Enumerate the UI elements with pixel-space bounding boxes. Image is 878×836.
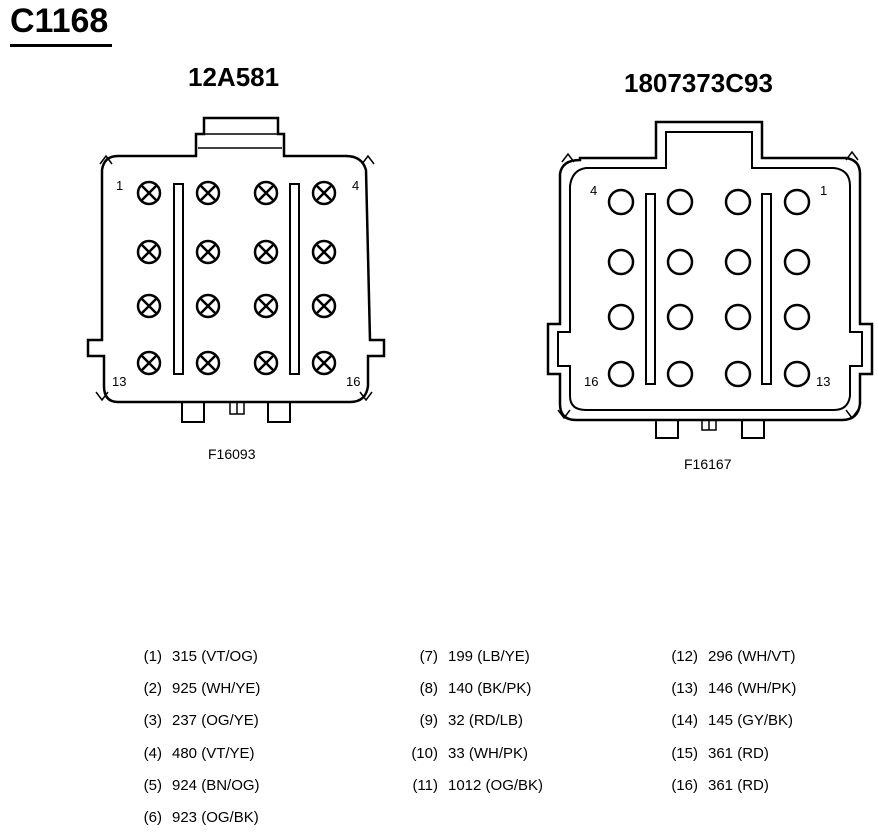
connector-2-cavity — [607, 303, 635, 331]
connector-2-cavity — [724, 360, 752, 388]
pinout-pin-number: (8) — [419, 680, 438, 698]
connector-2-cavity — [666, 360, 694, 388]
pinout-pin-number: (11) — [412, 776, 438, 794]
pinout-wire-circuit: 361 (RD) — [708, 776, 769, 794]
connector-2-figure-id: F16167 — [684, 456, 732, 472]
connector-2-cavity — [724, 188, 752, 216]
pinout-pin-number: (15) — [671, 744, 698, 762]
connector-1-terminal-mark — [316, 244, 332, 260]
connector-1-terminal-mark — [141, 298, 157, 314]
pinout-pin-number: (12) — [671, 648, 698, 665]
pinout-wire-circuit: 296 (WH/VT) — [708, 648, 796, 665]
connector-2-cavity — [783, 248, 811, 276]
pinout-pin-number: (16) — [671, 776, 698, 794]
connector-1-terminal-mark — [316, 355, 332, 371]
pinout-pin-number: (6) — [143, 809, 162, 826]
pinout-wire-circuit: 146 (WH/PK) — [708, 680, 797, 698]
connector-2-housing — [546, 120, 874, 439]
connector-1-terminal-mark — [258, 298, 274, 314]
pinout-wire-circuit: 237 (OG/YE) — [172, 712, 259, 730]
connector-1-terminal-mark — [258, 355, 274, 371]
pinout-wire-circuit: 361 (RD) — [708, 744, 769, 762]
diagram-title: C1168 — [10, 2, 109, 40]
connector-1-terminal-mark — [316, 185, 332, 201]
connector-1-terminal-mark — [316, 298, 332, 314]
pinout-wire-circuit: 924 (BN/OG) — [172, 776, 260, 794]
connector-2-part-number: 1807373C93 — [624, 68, 773, 98]
connector-1-part-number: 12A581 — [188, 62, 280, 92]
connector-1-terminal-mark — [141, 185, 157, 201]
connector-2-cavity — [607, 360, 635, 388]
pinout-pin-number: (4) — [143, 744, 162, 762]
pinout-wire-circuit: 1012 (OG/BK) — [448, 776, 544, 794]
connector-2-cavity — [783, 360, 811, 388]
connector-1-cavities — [136, 180, 337, 376]
pinout-pin-number: (3) — [143, 712, 162, 730]
connector-2-cavity — [783, 303, 811, 331]
connector-1-terminal-mark — [200, 185, 216, 201]
connector-2-pin-label-top-left: 4 — [590, 183, 598, 198]
connector-1-figure-id: F16093 — [208, 446, 256, 462]
pinout-pin-number: (9) — [419, 712, 438, 730]
pinout-wire-circuit: 145 (GY/BK) — [708, 712, 794, 730]
connector-1-terminal-mark — [258, 244, 274, 260]
pinout-pin-number: (10) — [411, 744, 438, 762]
pinout-pin-number: (2) — [143, 680, 162, 698]
connector-2-cavity — [666, 248, 694, 276]
pinout-wire-circuit: 925 (WH/YE) — [172, 680, 261, 698]
connector-2-cavity — [607, 248, 635, 276]
connector-2-cavity — [724, 303, 752, 331]
pinout-wire-circuit: 32 (RD/LB) — [448, 712, 524, 730]
pinout-wire-circuit: 480 (VT/YE) — [172, 744, 255, 762]
pinout-wire-circuit: 315 (VT/OG) — [172, 648, 258, 665]
connector-1-terminal-mark — [258, 185, 274, 201]
pinout-pin-number: (5) — [143, 776, 162, 794]
pinout-pin-number: (14) — [671, 712, 698, 730]
title-underline — [10, 44, 112, 47]
connector-1-terminal-mark — [141, 244, 157, 260]
connector-2-cavities — [607, 188, 811, 388]
pinout-wire-circuit: 923 (OG/BK) — [172, 809, 259, 826]
connector-1-terminal-mark — [200, 244, 216, 260]
connector-2-cavity — [666, 303, 694, 331]
connector-1-terminal-mark — [200, 355, 216, 371]
connector-1-terminal-mark — [141, 355, 157, 371]
connector-2-cavity — [724, 248, 752, 276]
pinout-pin-number: (1) — [143, 648, 162, 665]
connector-1-housing — [86, 116, 386, 423]
pinout-wire-circuit: 33 (WH/PK) — [448, 744, 529, 762]
connector-2-pin-label-bottom-right: 13 — [816, 374, 831, 389]
connector-1-pin-label-bottom-left: 13 — [112, 374, 127, 389]
pinout-wire-circuit: 199 (LB/YE) — [448, 648, 530, 665]
connector-1-pin-label-top-right: 4 — [352, 178, 360, 193]
pinout-pin-number: (13) — [671, 680, 698, 698]
connector-1-terminal-mark — [200, 298, 216, 314]
connector-2-cavity — [666, 188, 694, 216]
connector-2-pin-label-top-right: 1 — [820, 183, 828, 198]
pinout-pin-number: (7) — [419, 648, 438, 665]
connector-1-pin-label-bottom-right: 16 — [346, 374, 361, 389]
connector-2-cavity — [607, 188, 635, 216]
pinout-wire-circuit: 140 (BK/PK) — [448, 680, 532, 698]
connector-2-pin-label-bottom-left: 16 — [584, 374, 599, 389]
connector-2-cavity — [783, 188, 811, 216]
connector-1-pin-label-top-left: 1 — [116, 178, 124, 193]
